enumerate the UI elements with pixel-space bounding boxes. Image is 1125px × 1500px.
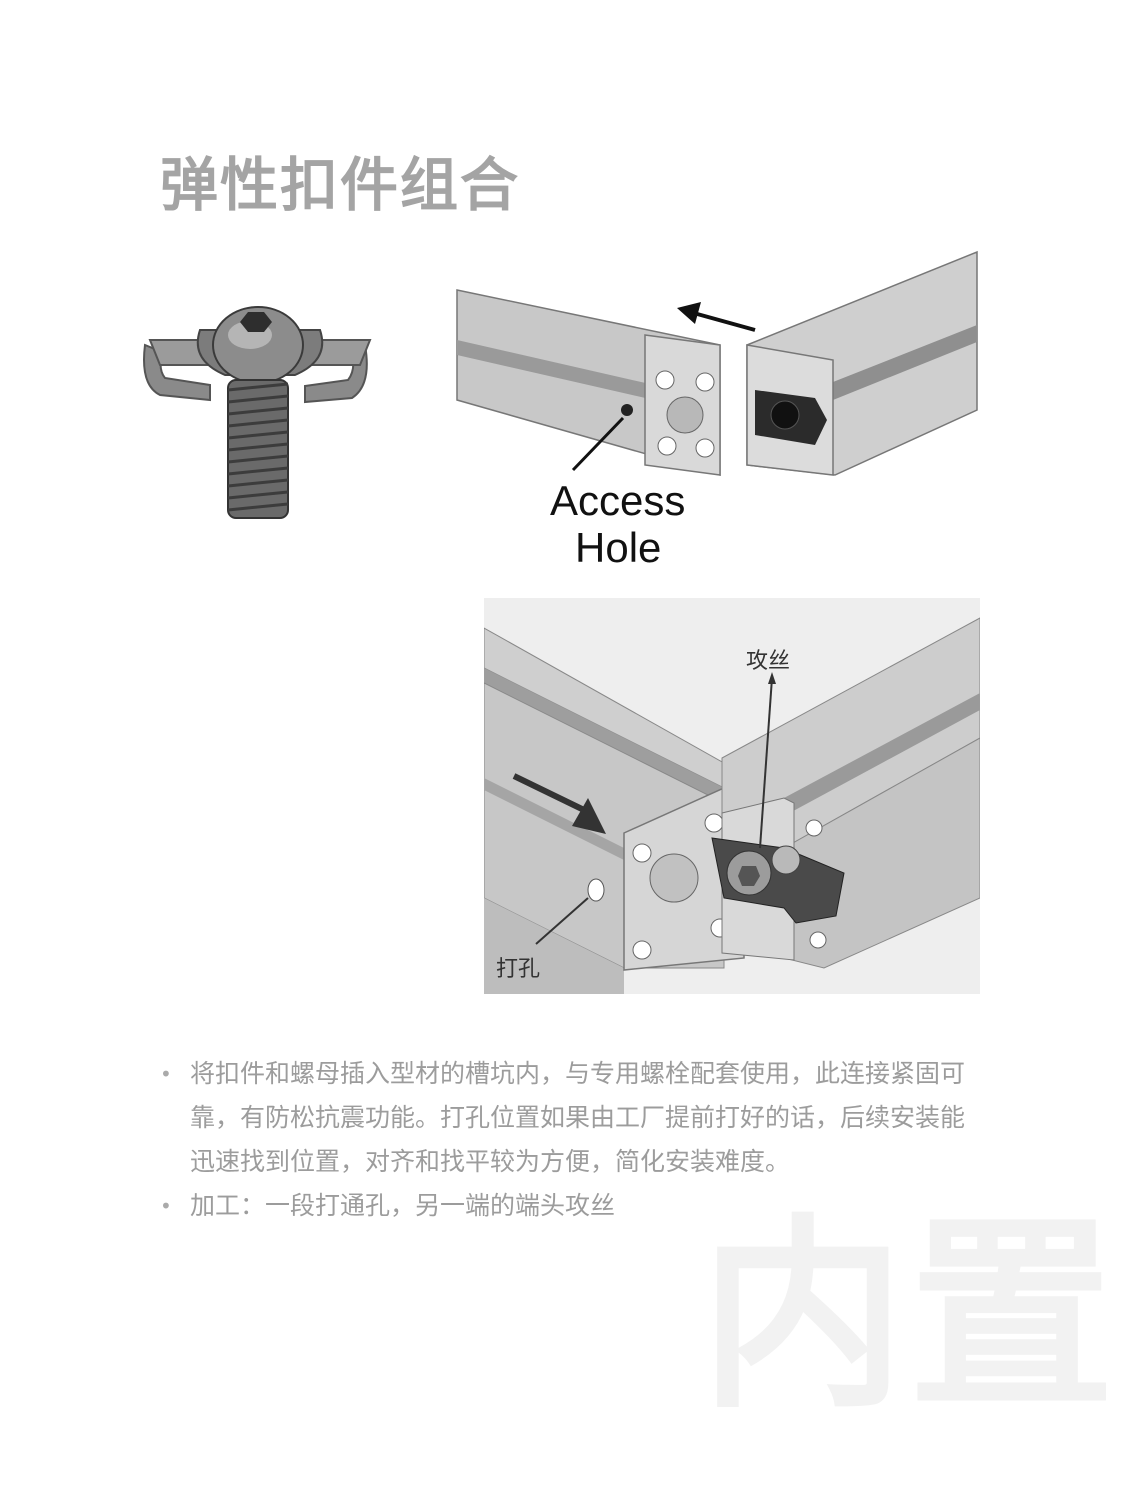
drill-pointer-line <box>535 897 589 945</box>
arrow-left-icon <box>689 310 756 332</box>
access-hole-dot <box>621 404 633 416</box>
tap-label: 攻丝 <box>746 649 790 674</box>
watermark: 内置 <box>700 1198 1118 1436</box>
access-hole-diagram: Access Hole <box>455 250 980 570</box>
access-label-line2: Hole <box>575 524 661 570</box>
pointer-line <box>571 416 625 472</box>
page-title: 弹性扣件组合 <box>160 151 521 219</box>
drill-label: 打孔 <box>496 957 540 982</box>
drill-hole <box>587 878 605 902</box>
spring-clip-bolt-icon <box>143 306 372 519</box>
list-item: 加工：一段打通孔，另一端的端头攻丝 <box>160 1184 980 1228</box>
description-list: 将扣件和螺母插入型材的槽坑内，与专用螺栓配套使用，此连接紧固可靠，有防松抗震功能… <box>160 1052 980 1228</box>
spring-clip-bolt-image <box>130 290 390 530</box>
tap-pointer-line <box>759 677 773 849</box>
access-label-line1: Access <box>550 477 685 524</box>
list-item: 将扣件和螺母插入型材的槽坑内，与专用螺栓配套使用，此连接紧固可靠，有防松抗震功能… <box>160 1052 980 1184</box>
joint-diagram: 攻丝 打孔 <box>484 598 980 994</box>
arrow-right-icon <box>512 773 586 813</box>
